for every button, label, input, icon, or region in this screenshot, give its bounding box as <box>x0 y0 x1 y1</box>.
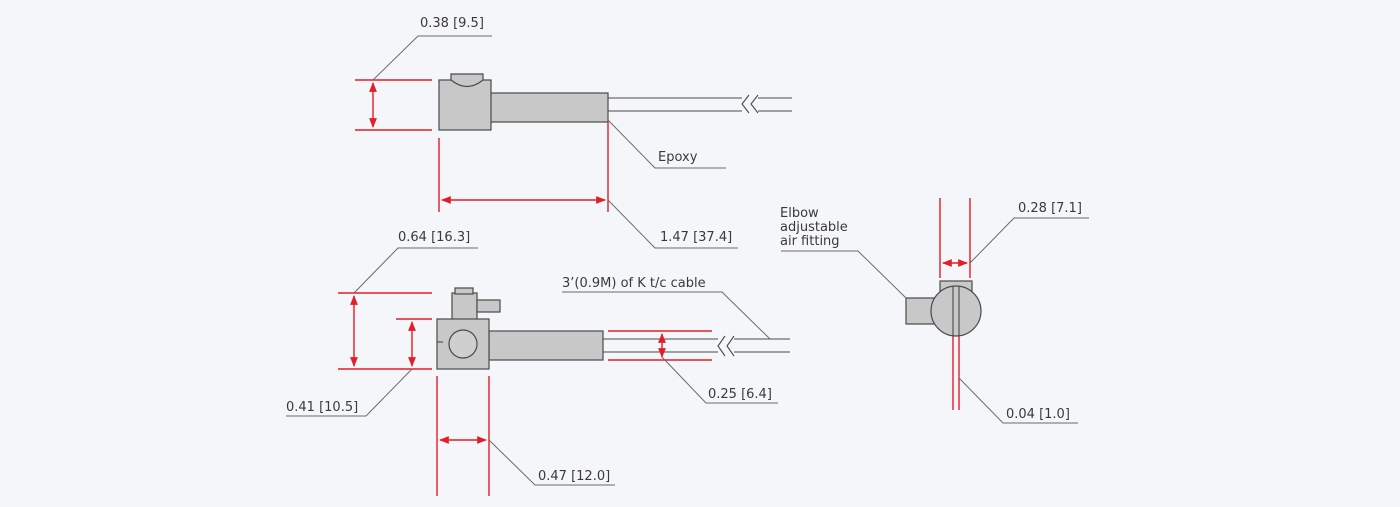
top-view: 0.38 [9.5] 1.47 [37.4] Epoxy <box>355 16 792 249</box>
elbow-label-line2: adjustable <box>780 220 848 235</box>
sensor-head <box>438 79 492 131</box>
dim-cable-diameter: 0.25 [6.4] <box>708 387 772 402</box>
air-fitting <box>451 292 478 321</box>
dim-top-height: 0.38 [9.5] <box>420 16 484 31</box>
elbow-label-line1: Elbow <box>780 206 819 221</box>
end-view: 0.28 [7.1] 0.04 [1.0] Elbow adjustable a… <box>780 198 1089 424</box>
dim-side-height-outer: 0.64 [16.3] <box>398 230 470 245</box>
dim-end-gap: 0.04 [1.0] <box>1006 407 1070 422</box>
side-sleeve <box>488 330 604 361</box>
side-view: 0.64 [16.3] 0.41 [10.5] 0.47 [12.0] 0.25… <box>286 230 790 496</box>
epoxy-sleeve <box>489 92 609 123</box>
dim-top-length: 1.47 [37.4] <box>660 230 732 245</box>
epoxy-label: Epoxy <box>658 150 698 165</box>
dim-side-width: 0.47 [12.0] <box>538 469 610 484</box>
dim-end-width: 0.28 [7.1] <box>1018 201 1082 216</box>
dim-side-height-inner: 0.41 [10.5] <box>286 400 358 415</box>
elbow-label-line3: air fitting <box>780 234 840 249</box>
cable-label: 3’(0.9M) of K t/c cable <box>562 276 706 291</box>
